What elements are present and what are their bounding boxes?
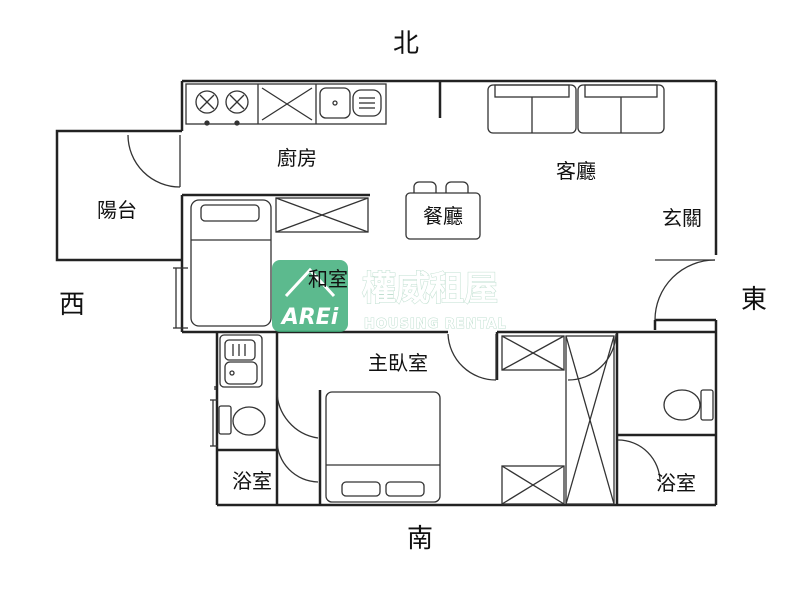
right-bathroom-fixtures <box>663 389 714 421</box>
watermark-logo <box>272 260 348 332</box>
room-label-balcony: 陽台 <box>97 198 137 222</box>
master-bed <box>325 391 441 503</box>
room-label-living: 客廳 <box>556 159 596 183</box>
walls <box>55 79 718 507</box>
compass-west: 西 <box>59 290 85 320</box>
room-label-entrance: 玄關 <box>662 206 702 230</box>
room-label-master: 主臥室 <box>368 351 428 375</box>
dining-table <box>405 181 481 240</box>
japanese-room-furniture <box>173 197 369 329</box>
wardrobes <box>501 335 615 505</box>
watermark-logo-text: AREi <box>280 305 339 330</box>
watermark: AREi 權威租屋 HOUSING RENTAL <box>272 260 507 333</box>
room-label-japanese: 和室 <box>308 267 348 291</box>
room-label-bathroom-left: 浴室 <box>232 469 272 493</box>
labels: 北 南 東 西 廚房 客廳 陽台 餐廳 玄關 和室 主臥室 浴室 浴室 <box>59 29 767 554</box>
room-label-dining: 餐廳 <box>423 204 463 228</box>
left-bathroom-fixtures <box>210 334 266 447</box>
watermark-subtitle: HOUSING RENTAL <box>364 317 507 332</box>
room-label-kitchen: 廚房 <box>277 146 317 170</box>
compass-east: 東 <box>741 285 767 315</box>
watermark-brand: 權威租屋 <box>362 269 498 309</box>
room-label-bathroom-right: 浴室 <box>656 471 696 495</box>
sofa <box>487 84 665 134</box>
compass-north: 北 <box>393 29 419 59</box>
compass-south: 南 <box>407 524 433 554</box>
kitchen-counter <box>185 83 387 126</box>
doors <box>127 134 716 483</box>
